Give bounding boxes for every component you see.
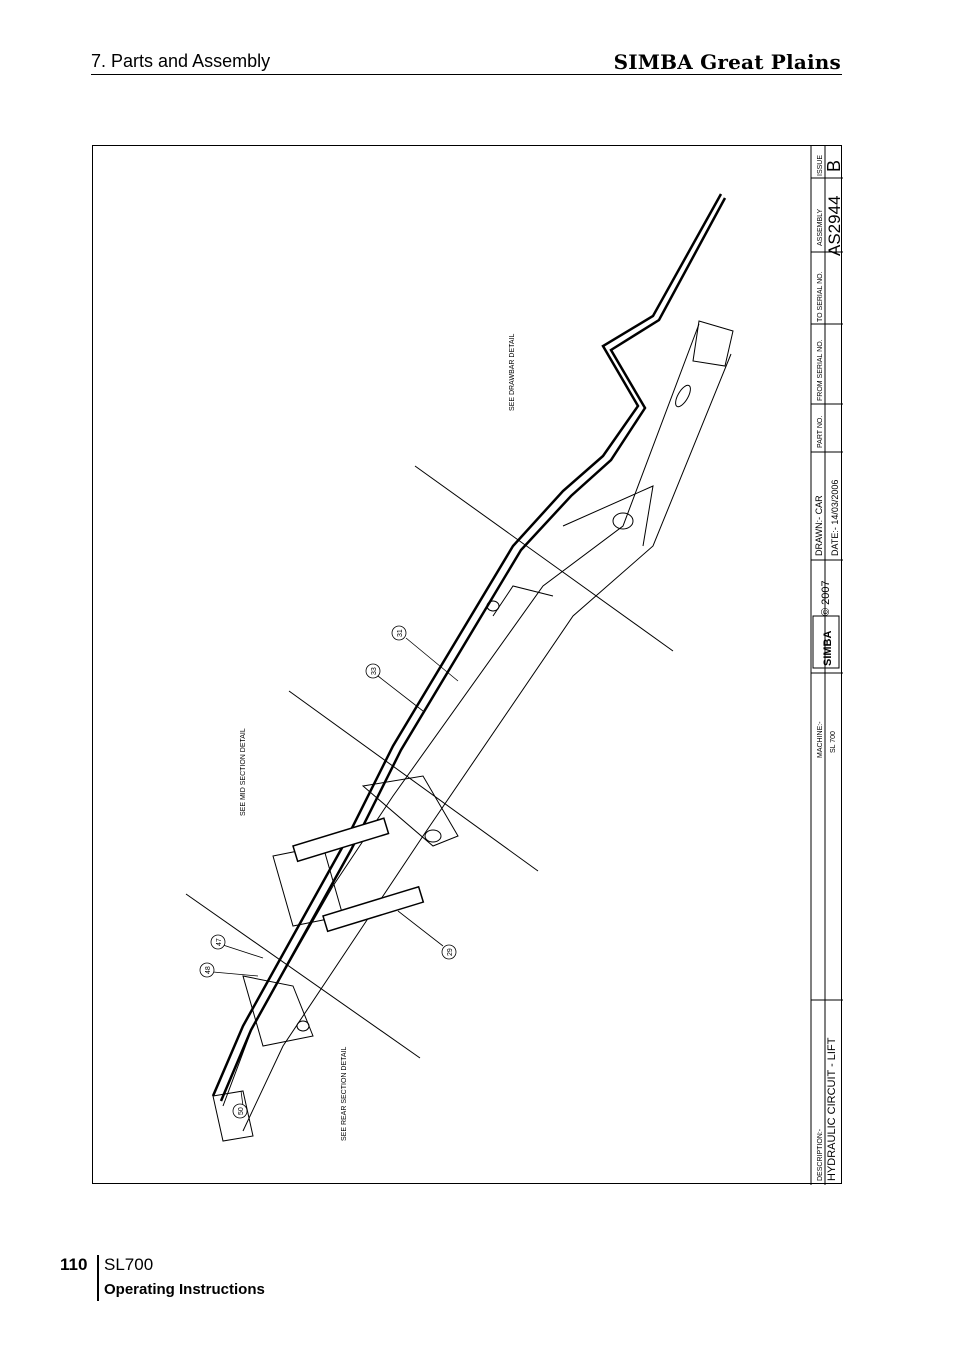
machine-value: SL 700 bbox=[830, 731, 837, 753]
assembly-label: ASSEMBLY bbox=[817, 208, 824, 246]
drawing-canvas: ISSUE B ASSEMBLY AS2944 TO SERIAL NO. FR… bbox=[185, 146, 843, 1185]
leader-lines bbox=[212, 637, 459, 1107]
drawbar-detail-label: SEE DRAWBAR DETAIL bbox=[509, 333, 516, 411]
to-serial-label: TO SERIAL NO. bbox=[817, 271, 824, 322]
copyright: © 2007 bbox=[820, 580, 832, 616]
balloon-47: 47 bbox=[210, 934, 226, 950]
issue-label: ISSUE bbox=[817, 155, 824, 176]
mid-section-detail-label: SEE MID SECTION DETAIL bbox=[240, 728, 247, 816]
from-serial-label: FROM SERIAL NO. bbox=[817, 339, 824, 401]
footer-model: SL700 bbox=[104, 1255, 154, 1274]
hydraulic-hoses bbox=[211, 193, 727, 1102]
brand-logo: SIMBA Great Plains bbox=[613, 50, 841, 74]
chassis-frame bbox=[212, 320, 734, 1142]
lift-cylinders bbox=[292, 817, 425, 933]
rear-section-detail-label: SEE REAR SECTION DETAIL bbox=[341, 1047, 348, 1141]
footer-divider bbox=[97, 1255, 99, 1301]
balloon-31-label: 31 bbox=[397, 629, 404, 637]
part-no-label: PART NO. bbox=[817, 416, 824, 448]
balloon-29: 29 bbox=[441, 944, 457, 960]
section-title: 7. Parts and Assembly bbox=[91, 51, 271, 71]
balloon-50: 50 bbox=[232, 1103, 248, 1119]
balloon-33-label: 33 bbox=[371, 667, 378, 675]
title-block bbox=[810, 146, 843, 1185]
drawn-by: DRAWN:- CAR bbox=[814, 495, 824, 556]
description-label: DESCRIPTION:- bbox=[817, 1128, 824, 1181]
simba-logo: SIMBA bbox=[812, 615, 840, 669]
description-value: HYDRAULIC CIRCUIT - LIFT bbox=[826, 1037, 838, 1181]
balloon-48-label: 48 bbox=[205, 966, 212, 974]
assembly-value: AS2944 bbox=[825, 196, 843, 257]
balloon-29-label: 29 bbox=[447, 948, 454, 956]
balloon-47-label: 47 bbox=[216, 938, 223, 946]
page-number: 110 bbox=[60, 1255, 88, 1274]
issue-value: B bbox=[824, 160, 843, 172]
header-divider bbox=[91, 74, 842, 75]
simba-logo-text: SIMBA bbox=[822, 631, 834, 667]
balloon-50-label: 50 bbox=[238, 1107, 245, 1115]
section-lines bbox=[185, 465, 674, 1059]
technical-drawing: ISSUE B ASSEMBLY AS2944 TO SERIAL NO. FR… bbox=[92, 145, 843, 1185]
balloon-31: 31 bbox=[391, 625, 407, 641]
machine-label: MACHINE:- bbox=[817, 721, 824, 758]
balloon-33: 33 bbox=[365, 663, 381, 679]
balloon-48: 48 bbox=[199, 962, 215, 978]
footer-subtitle: Operating Instructions bbox=[104, 1281, 265, 1298]
drawing-date: DATE:- 14/03/2006 bbox=[830, 480, 840, 556]
